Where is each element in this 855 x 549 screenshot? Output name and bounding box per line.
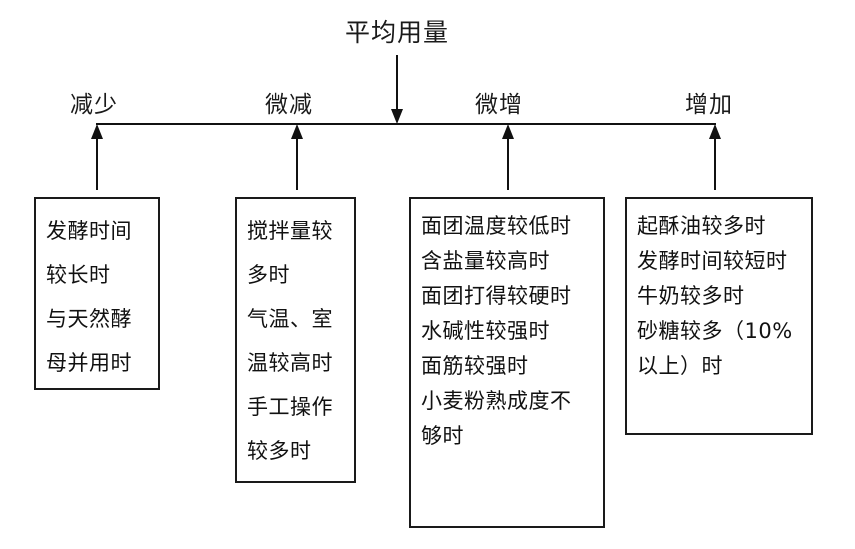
scale-label-slight-increase: 微增 (475, 92, 523, 118)
riser-arrow-head-slight-decrease-icon (291, 124, 303, 139)
factor-box-decrease: 发酵时间 较长时 与天然酵 母并用时 (34, 197, 160, 390)
riser-slight-increase (507, 138, 509, 190)
factor-line: 搅拌量较 (247, 219, 333, 243)
factor-line: 发酵时间 (46, 219, 132, 243)
riser-decrease (96, 138, 98, 190)
title-arrow-head-icon (391, 109, 403, 124)
factor-line: 面团温度较低时 (421, 214, 572, 238)
factor-box-slight-increase: 面团温度较低时 含盐量较高时 面团打得较硬时 水碱性较强时 面筋较强时 小麦粉熟… (409, 197, 605, 528)
riser-arrow-head-slight-increase-icon (502, 124, 514, 139)
scale-label-increase: 增加 (685, 92, 733, 118)
factor-line: 手工操作 (247, 395, 333, 419)
riser-slight-decrease (296, 138, 298, 190)
factor-line: 牛奶较多时 (637, 284, 745, 308)
factor-line: 含盐量较高时 (421, 249, 550, 273)
scale-axis (96, 123, 716, 125)
factor-line: 小麦粉熟成度不 (421, 389, 572, 413)
factor-line: 面团打得较硬时 (421, 284, 572, 308)
factor-line: 发酵时间较短时 (637, 249, 788, 273)
factor-box-increase: 起酥油较多时 发酵时间较短时 牛奶较多时 砂糖较多（10% 以上）时 (625, 197, 813, 435)
factor-line: 多时 (247, 263, 290, 287)
factor-line: 较多时 (247, 439, 312, 463)
factor-line: 起酥油较多时 (637, 214, 766, 238)
factor-line: 较长时 (46, 263, 111, 287)
riser-arrow-head-decrease-icon (91, 124, 103, 139)
factor-line: 水碱性较强时 (421, 319, 550, 343)
riser-increase (714, 138, 716, 190)
riser-arrow-head-increase-icon (709, 124, 721, 139)
scale-label-slight-decrease: 微减 (265, 92, 313, 118)
factor-line: 面筋较强时 (421, 354, 529, 378)
title-arrow-stem (396, 55, 398, 110)
diagram-title: 平均用量 (344, 18, 449, 47)
factor-line: 以上）时 (637, 354, 723, 378)
factor-line: 温较高时 (247, 351, 333, 375)
factor-line: 砂糖较多（10% (637, 319, 793, 343)
factor-line: 够时 (421, 424, 464, 448)
scale-label-decrease: 减少 (70, 92, 118, 118)
factor-line: 气温、室 (247, 307, 333, 331)
factor-line: 母并用时 (46, 351, 132, 375)
factor-line: 与天然酵 (46, 307, 132, 331)
factor-box-slight-decrease: 搅拌量较 多时 气温、室 温较高时 手工操作 较多时 (235, 197, 356, 483)
